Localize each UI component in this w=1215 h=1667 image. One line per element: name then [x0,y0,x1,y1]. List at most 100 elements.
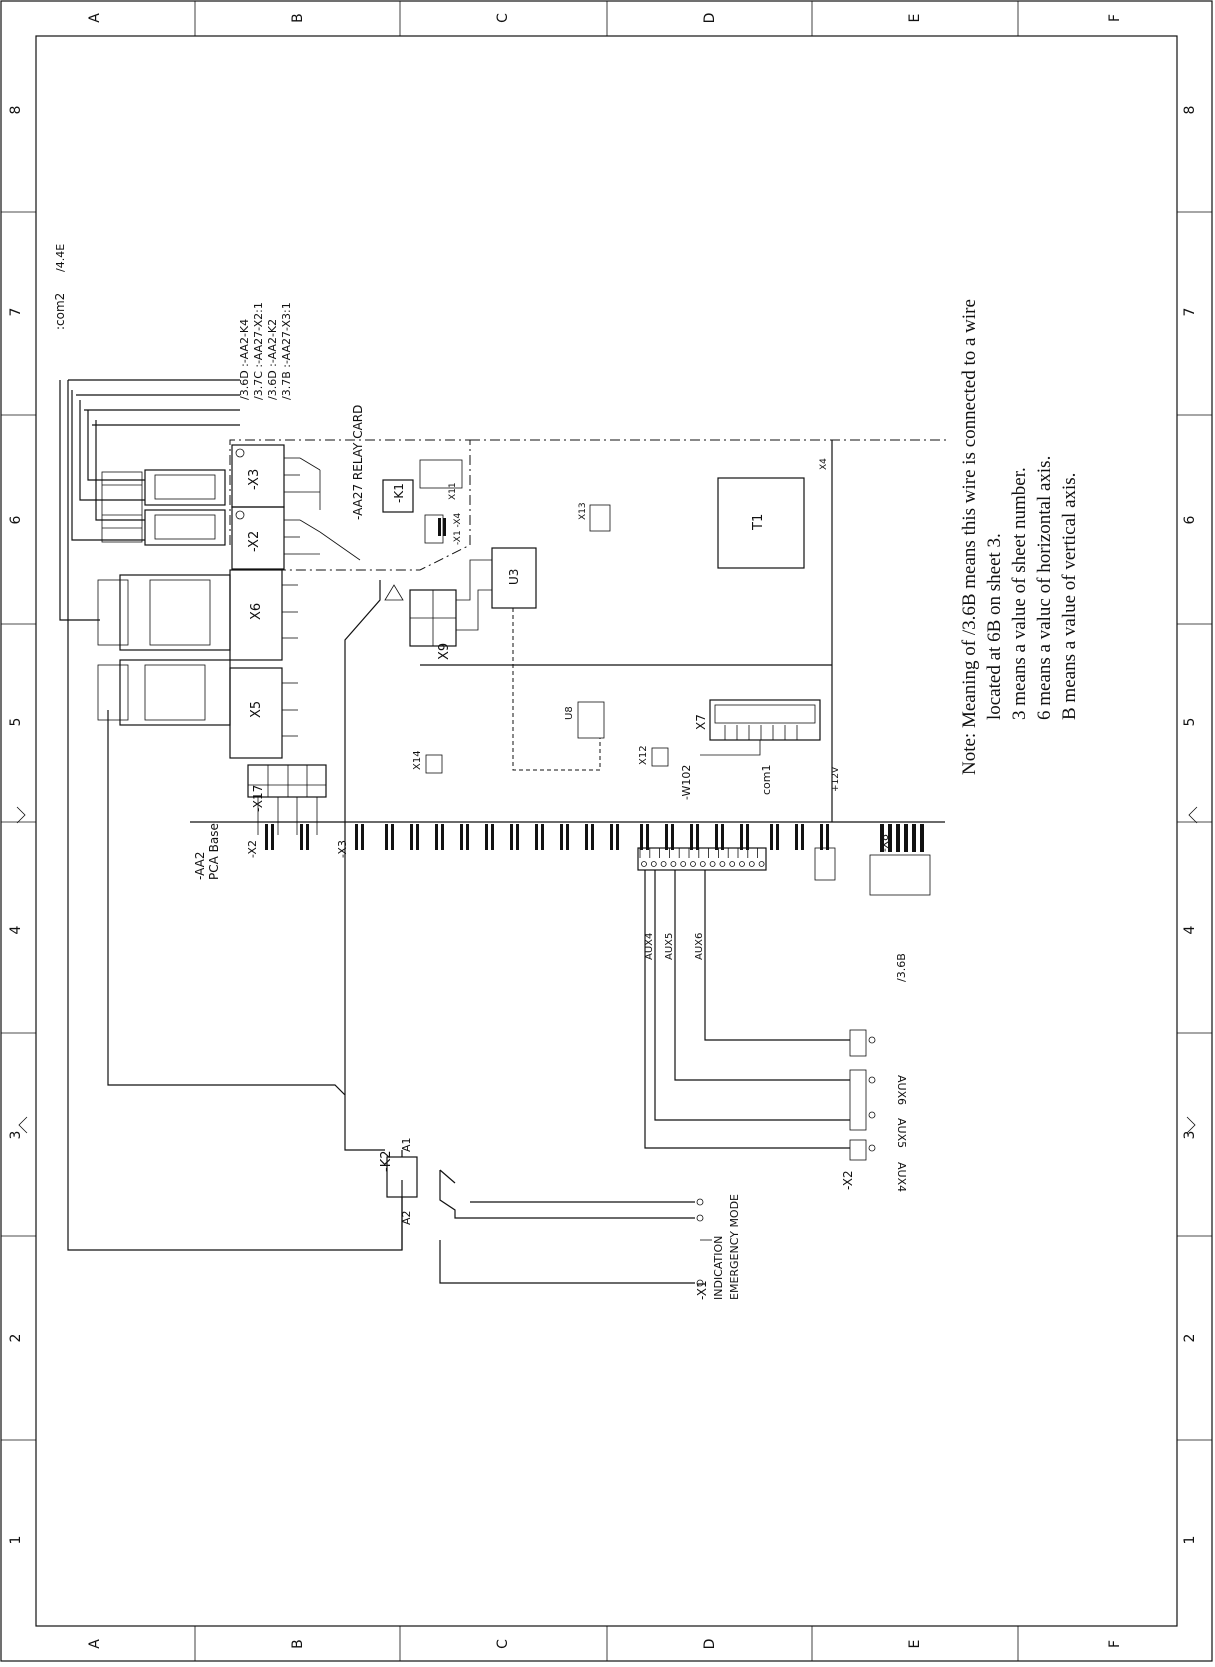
strip-terminal [719,861,726,867]
terminal-pin [466,824,469,850]
svg-text:X14: X14 [412,750,423,770]
strip-terminal [670,861,677,867]
x7-connector: X7 [694,699,821,741]
x17-connector: -X17 [247,764,327,812]
x14-connector: X14 [412,750,443,774]
terminal-pin [820,824,823,850]
relay-card: -X3 -X2 -K1 -AA27 RELAY CARD X11 -X1 -X4 [229,405,950,571]
x17-wires [257,797,318,835]
x8-pin [896,824,900,852]
com2-ref: /4.4E [54,244,67,272]
zone-col-top-E: E [907,14,923,23]
strip-terminal [680,861,687,867]
terminal-pin [696,824,699,850]
zone-col-top-A: A [87,13,103,23]
emergency-mode-label: EMERGENCY MODE [728,1194,741,1300]
aux-wires [644,870,850,1149]
board-x2-label: -X2 [246,840,259,858]
zone-row-right-2: 2 [1182,1334,1198,1343]
terminal-pin [671,824,674,850]
zone-col-bottom-F: F [1107,1640,1123,1648]
x11-label: X11 [448,482,458,500]
zone-col-top-B: B [290,13,306,23]
u3-component: U3 [456,547,537,631]
x1-switch [696,1198,712,1287]
zone-col-top-C: C [495,13,511,23]
terminal-pin [585,824,588,850]
strip-terminal [739,861,745,867]
note-line-3: 3 means a value of sheet number. [1009,467,1030,720]
strip-terminal [690,861,696,867]
aux4-label: AUX4 [895,1162,908,1192]
indication-x1-label: -X1 [695,1280,709,1300]
com1-label: com1 [760,765,773,796]
zone-col-bottom-E: E [907,1640,923,1649]
x9-connector: X9 [409,589,457,660]
strip-terminal [748,861,755,867]
ref-aa2-k4: /3.6D :-AA2-K4 [238,319,251,400]
aux6-wire-label: AUX6 [694,933,705,960]
terminal-pin [300,824,303,850]
w102-label: -W102 [680,765,693,800]
x8-pin [920,824,924,852]
terminal-pin [560,824,563,850]
zone-row-left-8: 8 [8,106,24,115]
note-line-1: Note: Meaning of /3.6B means this wire i… [959,299,980,775]
x2-label: -X2 [247,531,262,552]
svg-text:A2: A2 [400,1210,413,1225]
relay-card-label: -AA27 RELAY CARD [351,405,365,520]
zone-row-right-3: 3 [1182,1131,1198,1140]
zone-col-bottom-A: A [87,1639,103,1649]
terminal-pin [535,824,538,850]
svg-text:X7: X7 [694,714,708,730]
terminal-pin [265,824,268,850]
aa2-label: -AA2 [193,852,207,880]
terminal-pin [435,824,438,850]
k1-label: -K1 [392,483,406,503]
t1-transformer: T1 [717,477,805,569]
svg-text:X12: X12 [638,745,649,765]
note-line-4: 6 means a valuc of horizontal axis. [1034,456,1055,720]
terminal-pin [640,824,643,850]
terminal-pin [541,824,544,850]
terminal-pin [646,824,649,850]
pca-label: PCA Base [207,823,221,880]
terminal-pin [441,824,444,850]
terminal-pin [416,824,419,850]
terminal-pin [746,824,749,850]
ref-aa2-k2: /3.6D :-AA2-K2 [266,319,279,400]
svg-text:X6: X6 [249,603,264,620]
zone-row-left-2: 2 [8,1334,24,1343]
svg-text:U3: U3 [507,569,521,585]
aux-switches [849,1029,876,1161]
board-terminals [265,824,924,852]
terminal-pin [306,824,309,850]
terminal-pin [591,824,594,850]
note-block: Note: Meaning of /3.6B means this wire i… [959,299,1080,775]
terminal-pin [665,824,668,850]
terminal-pin [355,824,358,850]
x12-connector: X12 [638,745,669,767]
terminal-pin [610,824,613,850]
column-ticks [194,1,1019,1661]
u8-component: U8 [512,608,605,771]
terminal-pin [770,824,773,850]
terminal-pin [485,824,488,850]
zone-row-left-1: 1 [8,1536,24,1545]
x8-strip [869,854,931,896]
terminal-pin [391,824,394,850]
terminal-pin [385,824,388,850]
x8-pin [912,824,916,852]
terminal-pin [721,824,724,850]
plus12v-label: +12V [831,766,841,792]
indication-wires [439,1169,695,1284]
board-x3-label: -X3 [336,840,349,858]
terminal-pin [826,824,829,850]
terminal-pin [776,824,779,850]
zone-row-right-6: 6 [1182,515,1198,524]
terminal-pin [460,824,463,850]
